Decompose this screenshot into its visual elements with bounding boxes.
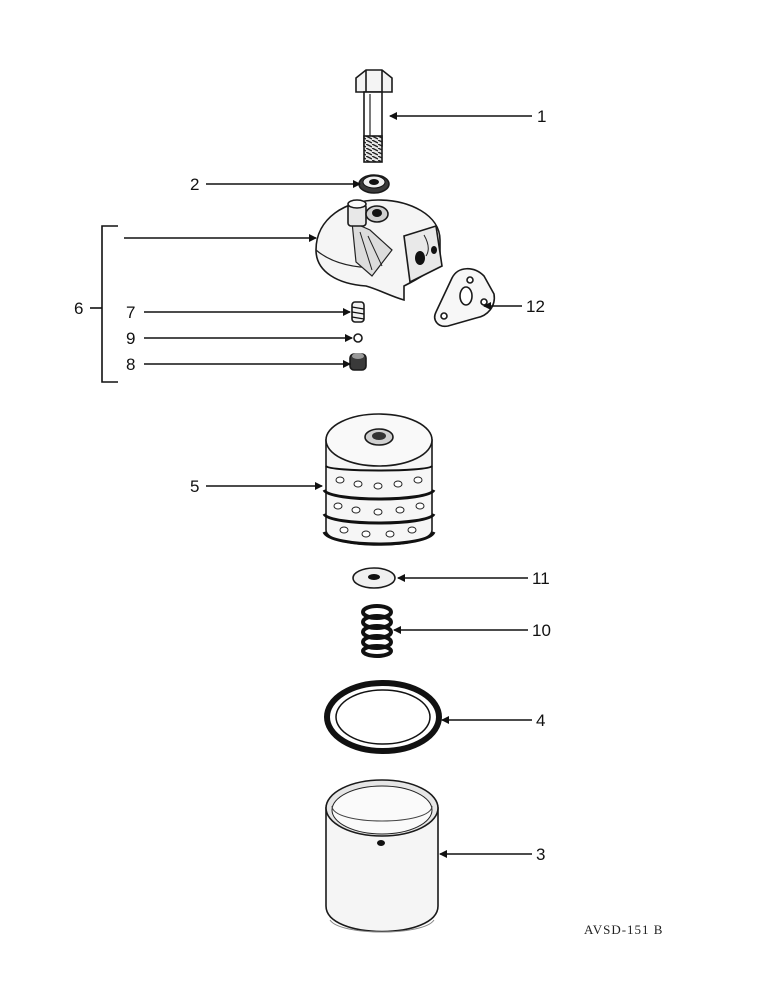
- element-washer-part: [352, 567, 396, 589]
- callout-7: 7: [126, 303, 135, 322]
- callout-12: 12: [526, 297, 545, 316]
- small-spring-part: [351, 301, 365, 323]
- callout-1: 1: [537, 107, 546, 126]
- callout-3: 3: [536, 845, 545, 864]
- callout-8: 8: [126, 355, 135, 374]
- plug-part: [349, 353, 367, 371]
- callout-11: 11: [532, 569, 550, 588]
- callout-labels: 1 2 3 4 5 6 7 8 9 10 11 12: [74, 107, 551, 864]
- coil-spring-part: [361, 604, 393, 658]
- assembly-bracket: [90, 225, 118, 383]
- filter-element-part: [322, 413, 436, 546]
- drawing-code: AVSD-151 B: [584, 922, 663, 937]
- sealing-ring-part: [324, 680, 442, 754]
- callout-2: 2: [190, 175, 199, 194]
- check-ball-part: [353, 333, 363, 343]
- washer-part: [358, 174, 390, 194]
- callout-4: 4: [536, 711, 545, 730]
- callout-10: 10: [532, 621, 551, 640]
- callout-5: 5: [190, 477, 199, 496]
- filter-bowl-part: [325, 779, 439, 933]
- leader-lines: [124, 112, 532, 858]
- callout-6: 6: [74, 299, 83, 318]
- bolt-part: [355, 69, 393, 163]
- filter-head-part: [315, 199, 443, 302]
- callout-9: 9: [126, 329, 135, 348]
- mounting-gasket-part: [433, 267, 496, 328]
